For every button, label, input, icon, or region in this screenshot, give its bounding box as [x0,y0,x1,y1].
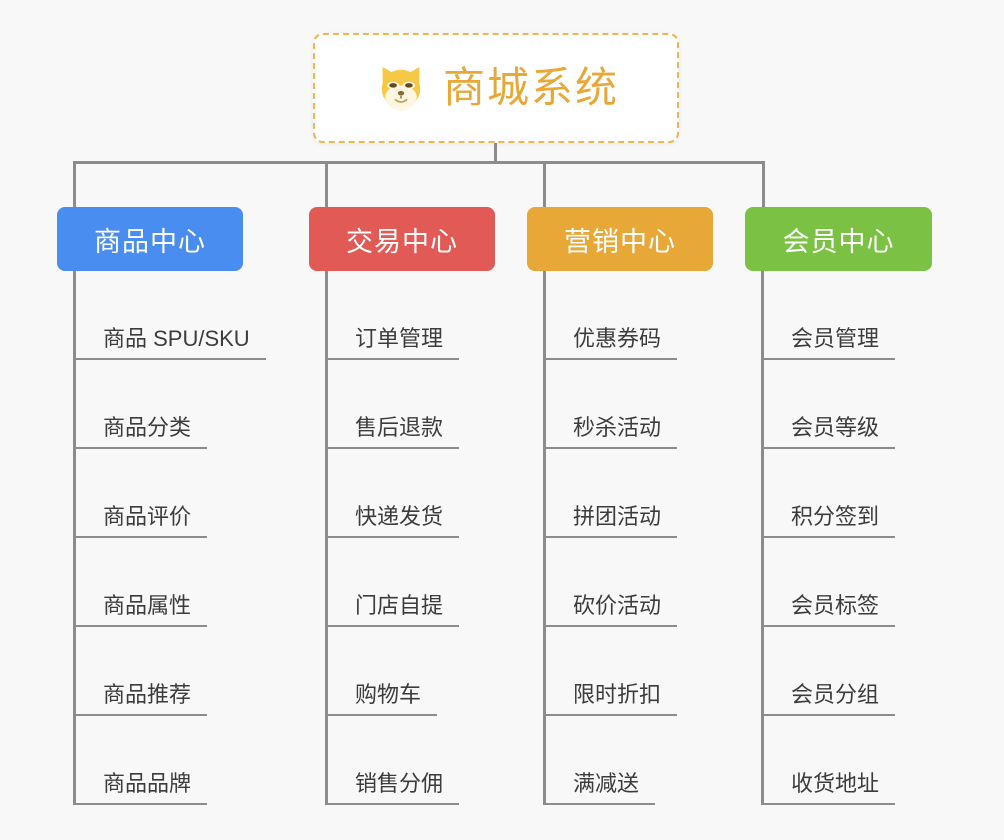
leaf-label: 优惠券码 [573,325,662,351]
leaf-label: 秒杀活动 [573,414,662,440]
category-title-1: 交易中心 [346,226,458,257]
category-header-0[interactable]: 商品中心 [57,207,243,271]
leaf-item[interactable]: 商品品牌 [73,716,266,805]
leaf-label: 商品评价 [103,503,192,529]
leaf-label: 会员管理 [791,325,880,351]
trunk-line-2 [543,271,546,805]
leaf-item[interactable]: 会员管理 [761,271,896,360]
category-title-0: 商品中心 [94,226,206,257]
category-header-2[interactable]: 营销中心 [527,207,713,271]
leaf-label: 限时折扣 [573,681,662,707]
trunk-line-1 [325,271,328,805]
leaf-item[interactable]: 会员标签 [761,538,896,627]
leaf-label: 订单管理 [355,325,444,351]
leaf-list-1: 订单管理 售后退款 快递发货 门店自提 购物车 销售分佣 [325,271,460,805]
leaf-label: 满减送 [573,770,640,796]
leaf-label: 门店自提 [355,592,444,618]
connector-bus [73,161,765,164]
leaf-item[interactable]: 商品分类 [73,360,266,449]
leaf-list-0: 商品 SPU/SKU 商品分类 商品评价 商品属性 商品推荐 商品品牌 [73,271,266,805]
leaf-label: 购物车 [355,681,422,707]
leaf-item[interactable]: 商品 SPU/SKU [73,271,266,360]
leaf-list-2: 优惠券码 秒杀活动 拼团活动 砍价活动 限时折扣 满减送 [543,271,678,805]
leaf-item[interactable]: 会员分组 [761,627,896,716]
leaf-label: 售后退款 [355,414,444,440]
leaf-item[interactable]: 秒杀活动 [543,360,678,449]
category-header-3[interactable]: 会员中心 [745,207,932,271]
leaf-label: 商品属性 [103,592,192,618]
trunk-line-3 [761,271,764,805]
leaf-label: 积分签到 [791,503,880,529]
leaf-item[interactable]: 售后退款 [325,360,460,449]
leaf-item[interactable]: 优惠券码 [543,271,678,360]
connector-drop-1 [325,161,328,207]
leaf-item[interactable]: 收货地址 [761,716,896,805]
leaf-item[interactable]: 积分签到 [761,449,896,538]
leaf-item[interactable]: 快递发货 [325,449,460,538]
leaf-label: 商品品牌 [103,770,192,796]
leaf-item[interactable]: 砍价活动 [543,538,678,627]
leaf-label: 收货地址 [791,770,880,796]
leaf-label: 砍价活动 [573,592,662,618]
leaf-label: 商品 SPU/SKU [103,325,250,351]
trunk-line-0 [73,271,76,805]
leaf-item[interactable]: 拼团活动 [543,449,678,538]
leaf-label: 会员分组 [791,681,880,707]
leaf-label: 商品分类 [103,414,192,440]
leaf-label: 会员标签 [791,592,880,618]
leaf-label: 会员等级 [791,414,880,440]
category-title-2: 营销中心 [564,226,676,257]
root-title: 商城系统 [442,64,619,111]
leaf-item[interactable]: 购物车 [325,627,459,716]
category-header-1[interactable]: 交易中心 [309,207,495,271]
leaf-item[interactable]: 满减送 [543,716,677,805]
leaf-list-3: 会员管理 会员等级 积分签到 会员标签 会员分组 收货地址 [761,271,896,805]
leaf-item[interactable]: 会员等级 [761,360,896,449]
leaf-item[interactable]: 商品评价 [73,449,266,538]
category-title-3: 会员中心 [782,226,895,257]
leaf-item[interactable]: 商品推荐 [73,627,266,716]
root-node[interactable]: 商城系统 [313,33,679,143]
leaf-item[interactable]: 门店自提 [325,538,460,627]
shiba-dog-face-icon [373,60,429,116]
leaf-label: 拼团活动 [573,503,662,529]
leaf-item[interactable]: 销售分佣 [325,716,460,805]
connector-root-stem [494,143,497,163]
leaf-item[interactable]: 订单管理 [325,271,460,360]
connector-drop-0 [73,161,76,207]
leaf-label: 商品推荐 [103,681,192,707]
leaf-item[interactable]: 商品属性 [73,538,266,627]
leaf-item[interactable]: 限时折扣 [543,627,678,716]
leaf-label: 快递发货 [355,503,444,529]
connector-drop-3 [762,161,765,207]
connector-drop-2 [543,161,546,207]
leaf-label: 销售分佣 [355,770,444,796]
